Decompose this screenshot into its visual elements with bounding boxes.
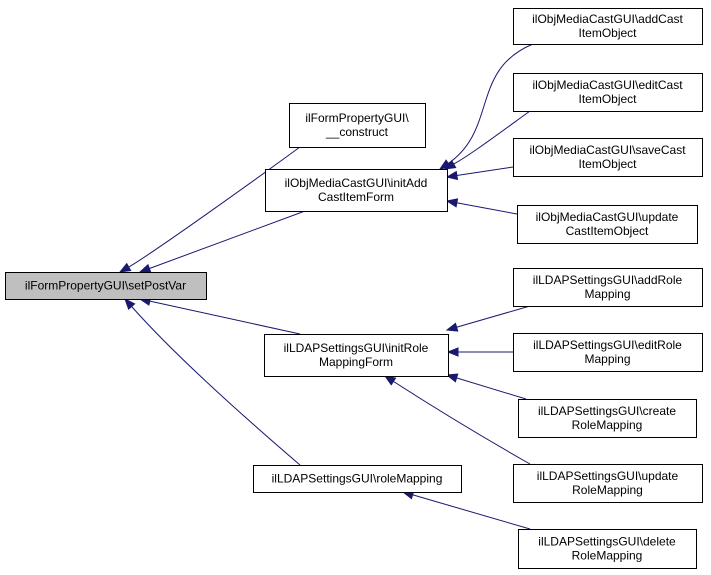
edge-line	[455, 166, 514, 177]
node-box[interactable]	[265, 169, 448, 212]
edge-updateCast-to-initAdd	[445, 198, 518, 215]
edge-saveCast-to-initAdd	[445, 166, 514, 181]
node-construct[interactable]: ilFormPropertyGUI\__construct	[289, 103, 426, 148]
node-label-line: ItemObject	[578, 157, 637, 171]
node-label-line: ilObjMediaCastGUI\initAdd	[285, 176, 428, 190]
edges-layer	[118, 43, 534, 530]
edge-line	[148, 300, 301, 335]
edge-line	[130, 305, 301, 466]
node-label-line: RoleMapping	[572, 483, 643, 497]
node-box[interactable]	[513, 464, 703, 503]
arrowhead	[138, 263, 152, 273]
node-label-line: ilObjMediaCastGUI\update	[536, 210, 679, 224]
node-box[interactable]	[513, 333, 703, 372]
node-label-line: ItemObject	[578, 26, 637, 40]
edge-editCast-to-initAdd	[443, 110, 531, 170]
arrowhead	[446, 347, 459, 357]
node-box[interactable]	[513, 73, 703, 112]
node-label-line: ilLDAPSettingsGUI\addRole	[533, 273, 683, 287]
edge-createRole-to-initRole	[445, 373, 527, 400]
node-label-line: ilLDAPSettingsGUI\create	[538, 404, 676, 418]
node-box[interactable]	[513, 268, 703, 307]
edge-initAdd-to-root	[138, 210, 306, 273]
arrowhead	[445, 322, 459, 332]
node-label-line: RoleMapping	[572, 418, 643, 432]
node-root[interactable]: ilFormPropertyGUI\setPostVar	[5, 272, 207, 300]
edge-line	[452, 110, 531, 166]
node-label-line: Mapping	[584, 287, 630, 301]
node-box[interactable]	[289, 103, 426, 148]
node-box[interactable]	[518, 399, 697, 438]
arrowhead	[124, 297, 136, 311]
node-label-line: ilLDAPSettingsGUI\update	[537, 469, 679, 483]
node-label-line: ilObjMediaCastGUI\addCast	[532, 12, 683, 26]
node-label-line: ilObjMediaCastGUI\saveCast	[529, 143, 686, 157]
edge-line	[148, 210, 306, 270]
node-label-line: ilFormPropertyGUI\	[305, 111, 409, 125]
node-label-line: ilObjMediaCastGUI\editCast	[532, 78, 683, 92]
arrowhead	[445, 170, 459, 181]
node-label-line: RoleMapping	[572, 549, 643, 563]
node-label-line: ilLDAPSettingsGUI\editRole	[533, 338, 682, 352]
node-label-line: ilLDAPSettingsGUI\initRole	[284, 341, 429, 355]
arrowhead	[443, 159, 457, 170]
node-label-line: CastItemForm	[318, 190, 394, 204]
node-label-line: ItemObject	[578, 92, 637, 106]
edge-line	[455, 377, 527, 400]
node-label-line: ilFormPropertyGUI\setPostVar	[25, 279, 186, 293]
node-label-line: ilLDAPSettingsGUI\delete	[538, 535, 676, 549]
edge-line	[411, 494, 531, 530]
node-roleMapping[interactable]: ilLDAPSettingsGUI\roleMapping	[253, 465, 462, 493]
edge-line	[127, 146, 301, 268]
arrowhead	[445, 373, 459, 383]
node-box[interactable]	[5, 272, 207, 300]
node-box[interactable]	[517, 205, 698, 244]
edge-line	[392, 380, 531, 465]
arrowhead	[383, 375, 397, 386]
node-label-line: ilLDAPSettingsGUI\roleMapping	[272, 472, 443, 486]
edge-deleteRole-to-roleMapping	[401, 490, 531, 530]
edge-line	[455, 202, 518, 215]
node-box[interactable]	[253, 465, 462, 493]
nodes-layer: ilFormPropertyGUI\setPostVar ilFormProper…	[5, 8, 703, 569]
edge-addRole-to-initRole	[445, 305, 531, 332]
arrowhead	[445, 198, 459, 208]
arrowhead	[118, 262, 132, 273]
node-label-line: Mapping	[584, 352, 630, 366]
edge-roleMapping-to-root	[124, 297, 301, 466]
edge-initRole-to-root	[138, 296, 301, 335]
edge-line	[455, 305, 531, 328]
node-label-line: CastItemObject	[566, 224, 649, 238]
node-label-line: __construct	[325, 125, 389, 139]
edge-updateRole-to-initRole	[383, 375, 531, 465]
node-box[interactable]	[513, 138, 703, 177]
edge-editRole-to-initRole	[446, 347, 513, 357]
node-box[interactable]	[518, 529, 697, 569]
node-box[interactable]	[513, 8, 703, 45]
edge-construct-to-root	[118, 146, 301, 273]
edge-line	[447, 43, 534, 165]
node-label-line: MappingForm	[319, 355, 393, 369]
node-box[interactable]	[264, 334, 449, 377]
